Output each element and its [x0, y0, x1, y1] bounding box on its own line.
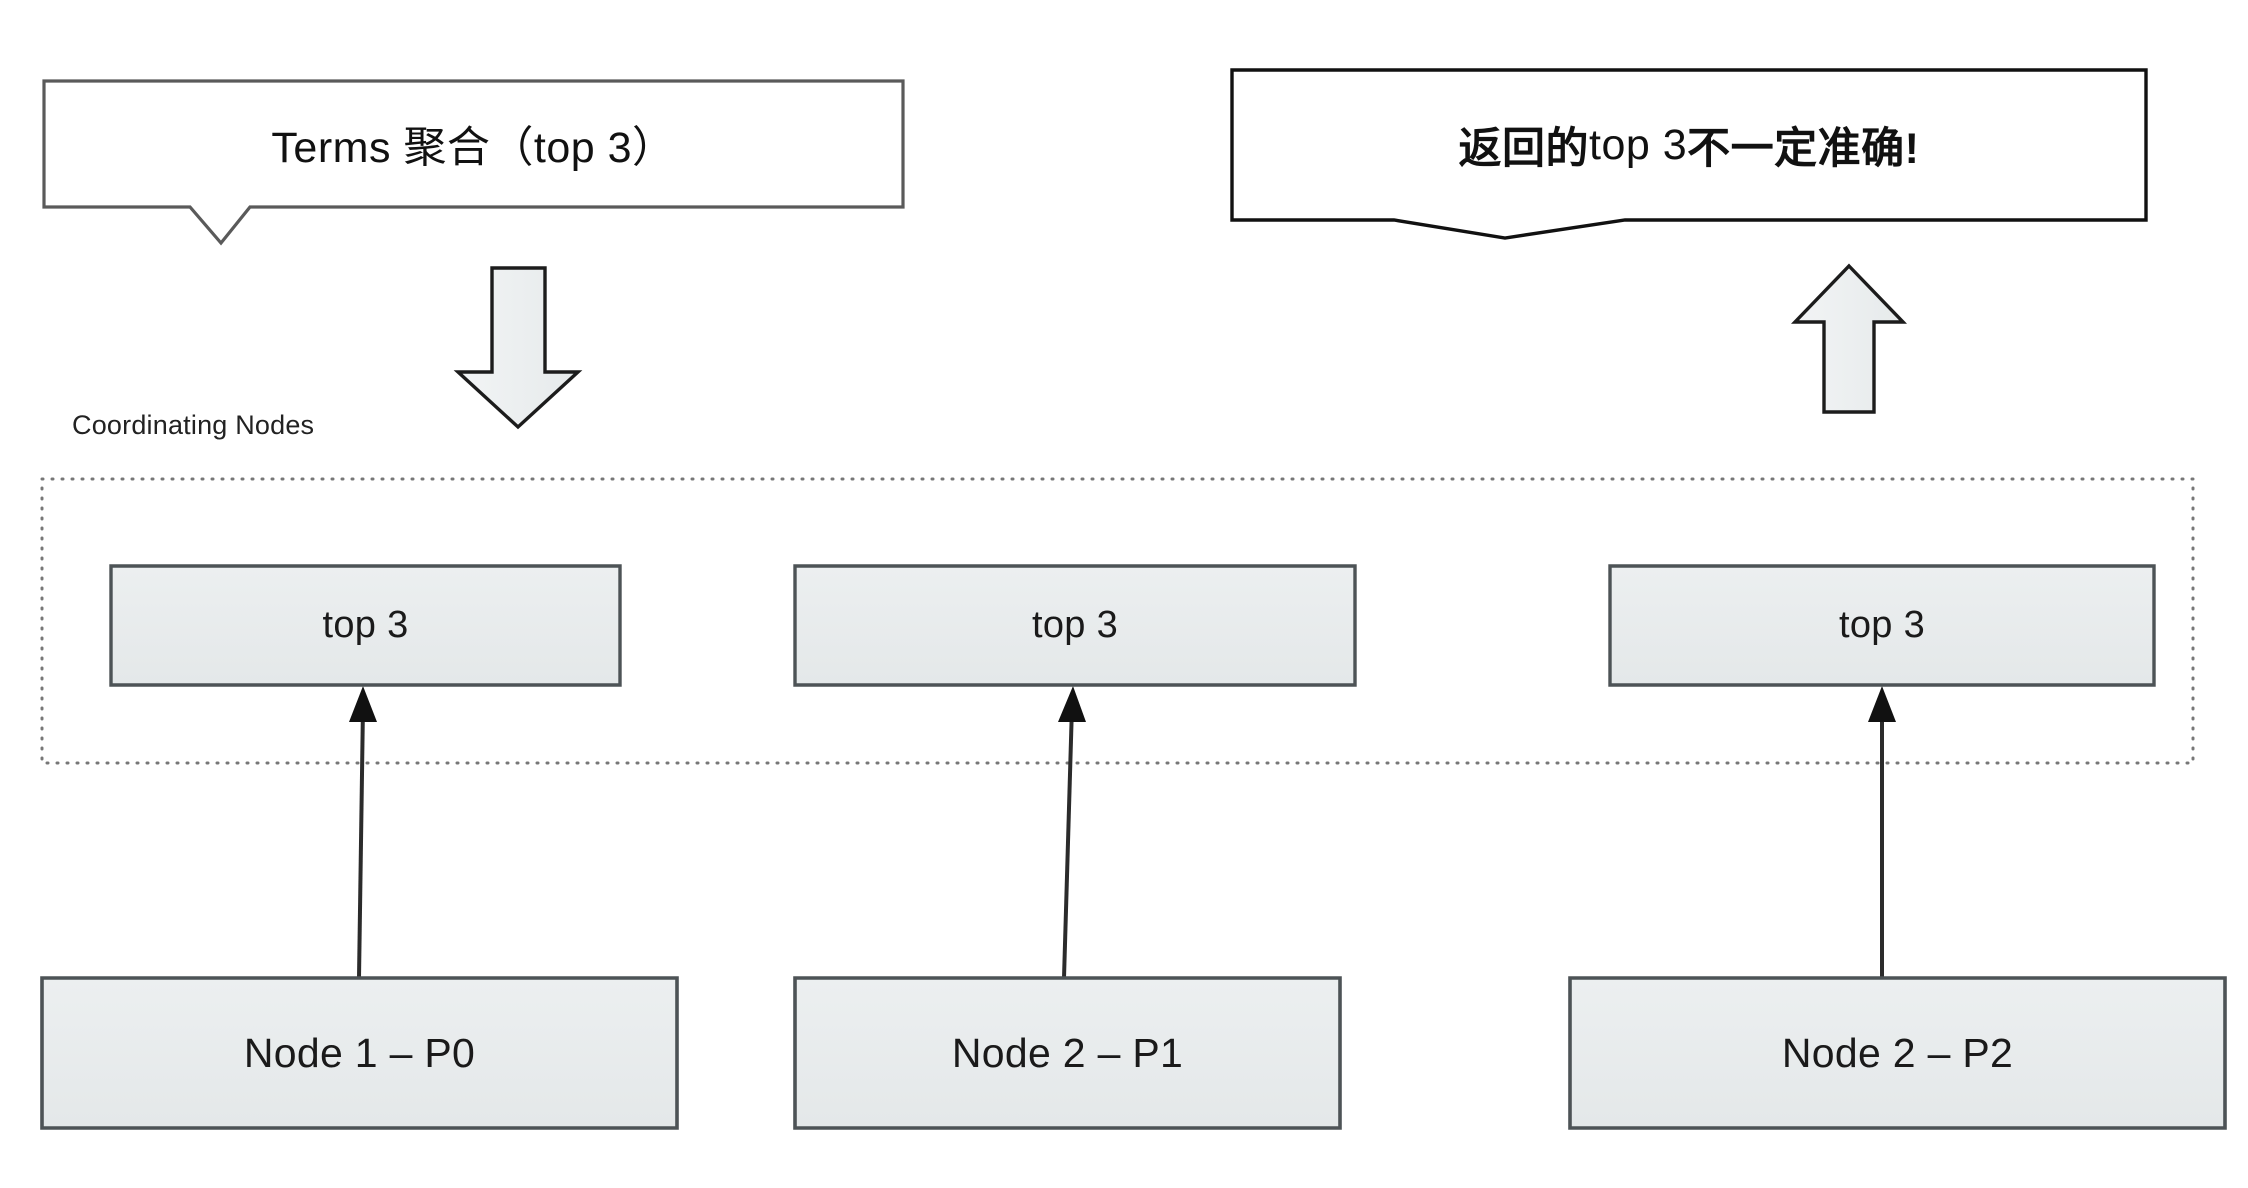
connector-arrowhead-2 — [1058, 686, 1086, 722]
connector-lines — [349, 686, 1896, 978]
left-callout-shape — [44, 81, 903, 243]
coordinating-nodes-container — [42, 479, 2193, 763]
shard-node-box-2[interactable] — [795, 978, 1340, 1128]
coordinating-top3-box-2[interactable] — [795, 566, 1355, 685]
connector-node1-to-top3 — [359, 706, 363, 978]
coordinating-top3-box-3[interactable] — [1610, 566, 2154, 685]
coordinating-top3-box-1[interactable] — [111, 566, 620, 685]
connector-node2-to-top3 — [1064, 706, 1072, 978]
right-callout-shape — [1232, 70, 2146, 238]
connector-arrowhead-3 — [1868, 686, 1896, 722]
connector-arrowhead-1 — [349, 686, 377, 722]
response-block-arrow-up-icon — [1795, 266, 1903, 412]
shard-node-box-3[interactable] — [1570, 978, 2225, 1128]
request-block-arrow-down-icon — [458, 268, 578, 427]
shard-node-box-1[interactable] — [42, 978, 677, 1128]
